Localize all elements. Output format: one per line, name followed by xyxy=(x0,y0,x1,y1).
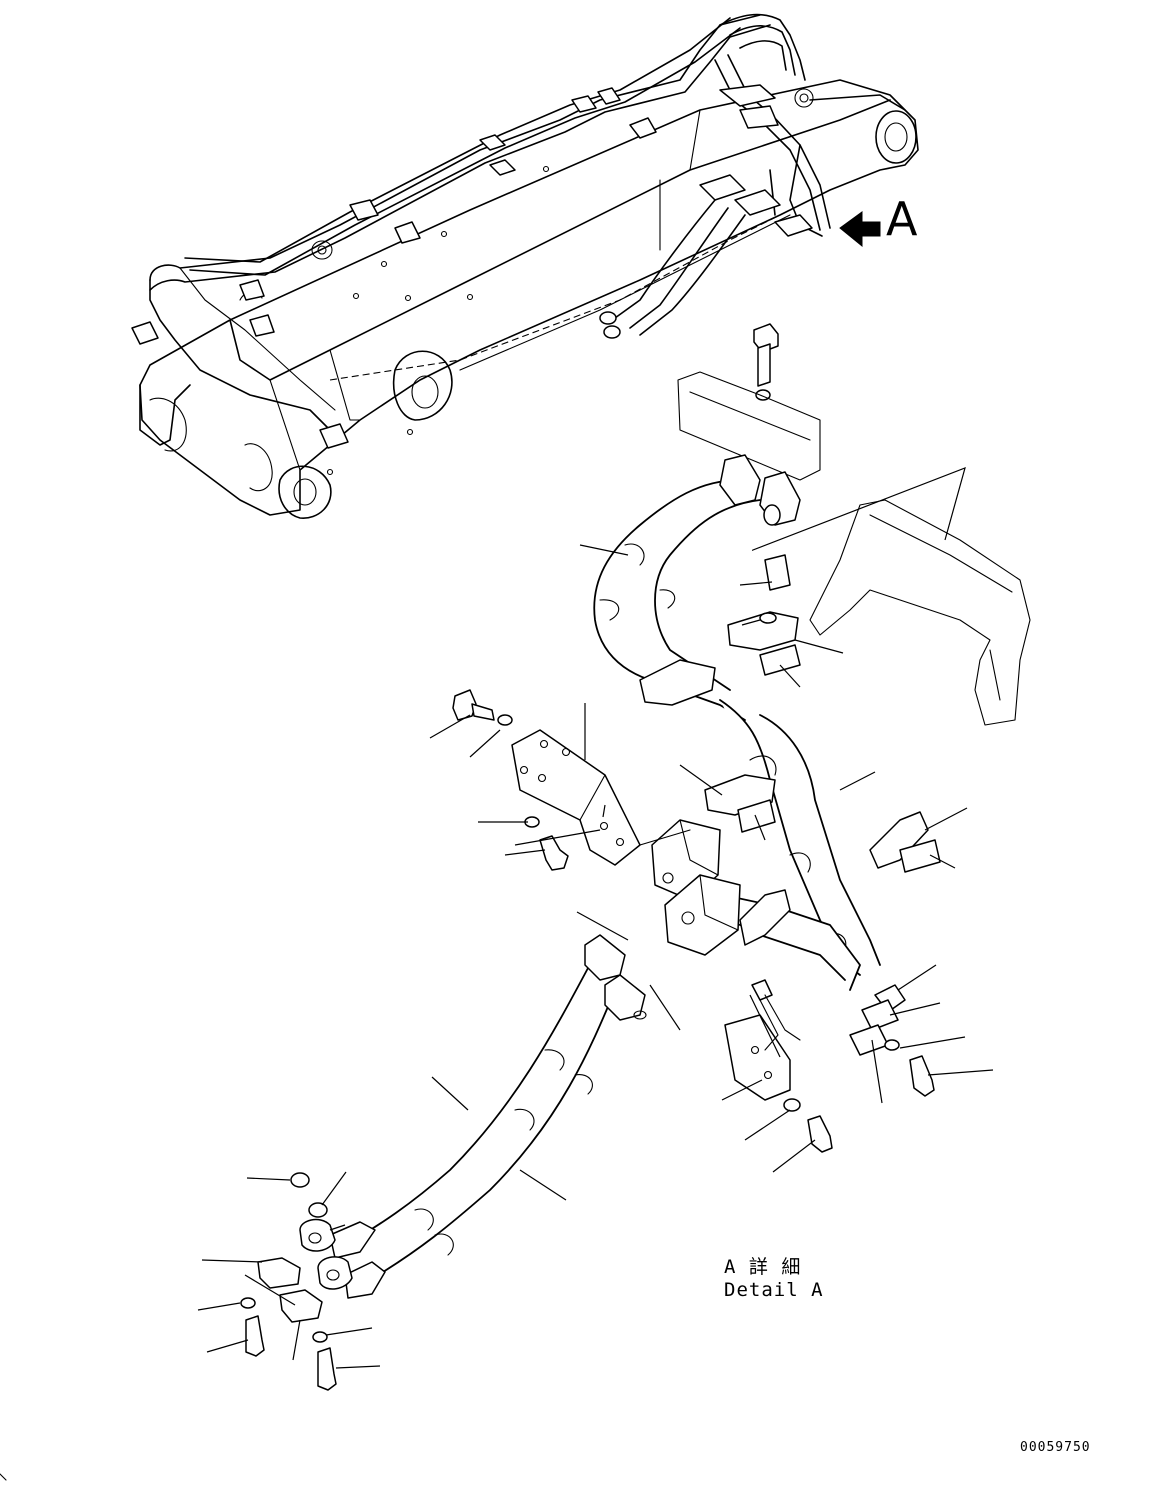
view-marker-label: A xyxy=(886,192,918,246)
detail-caption-japanese: A 詳 細 xyxy=(724,1256,802,1278)
boom-overview xyxy=(131,13,919,519)
drawing-number: 00059750 xyxy=(1020,1440,1091,1455)
detail-caption: A 詳 細 Detail A xyxy=(724,1256,824,1302)
clamp xyxy=(639,659,716,706)
bracket-plate xyxy=(511,729,641,866)
detail-a xyxy=(197,323,1031,1391)
hose xyxy=(344,954,596,1246)
detail-caption-english: Detail A xyxy=(724,1279,824,1301)
view-arrow-icon xyxy=(839,211,881,248)
bolt xyxy=(753,323,779,353)
